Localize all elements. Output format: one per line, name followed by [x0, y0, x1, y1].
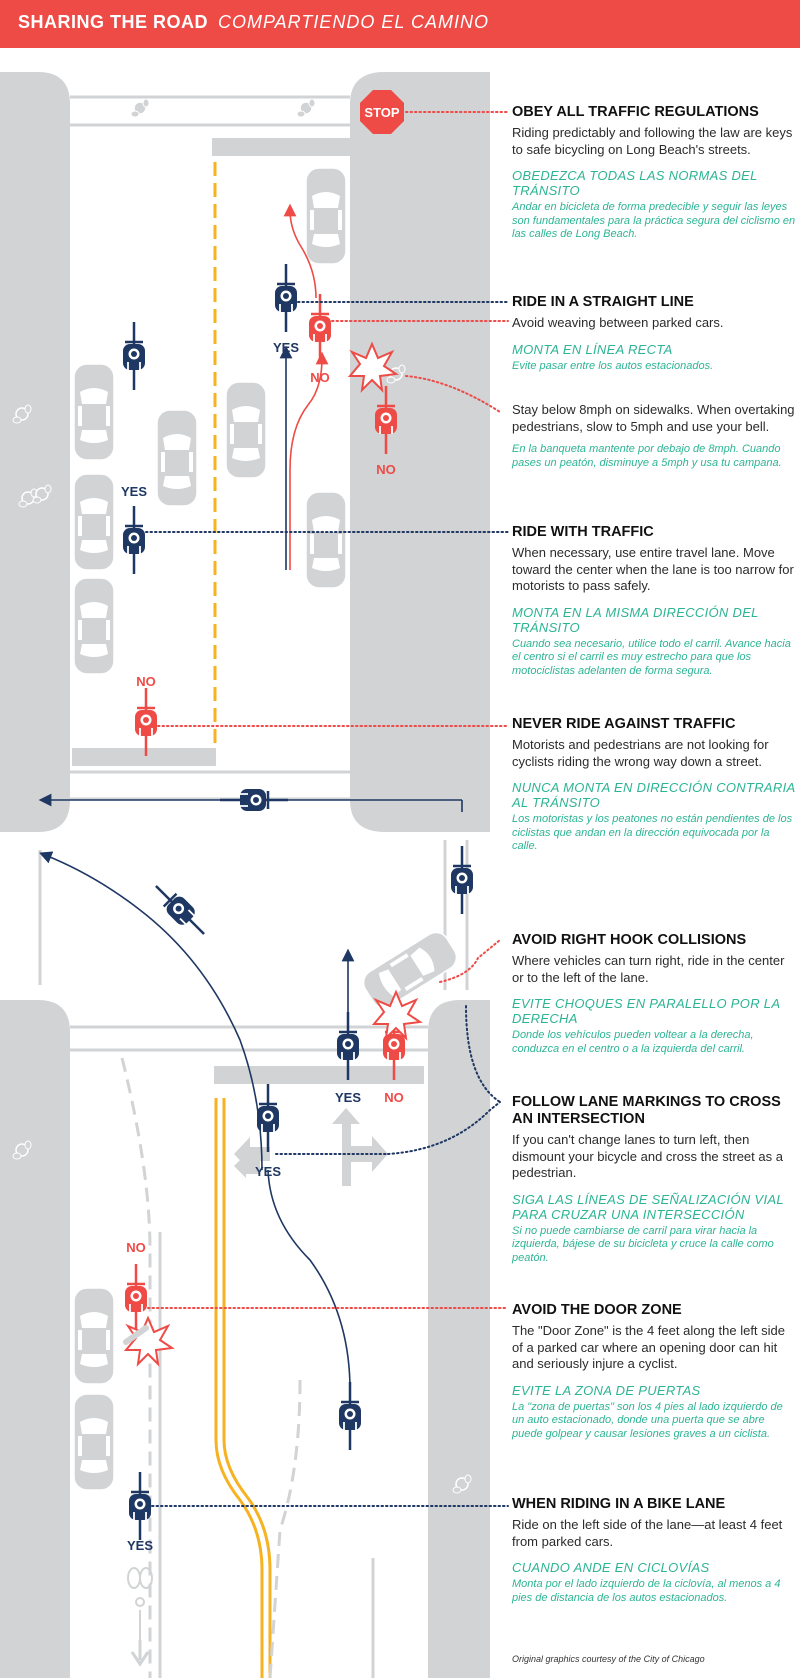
- rule-title: NEVER RIDE AGAINST TRAFFIC: [512, 716, 736, 732]
- rule-title: FOLLOW LANE MARKINGS TO CROSS AN INTERSE…: [512, 1094, 781, 1127]
- rule-text-en: If you can't change lanes to turn left, …: [512, 1132, 783, 1180]
- label-yes: YES: [255, 1164, 281, 1179]
- rule-text-es: Andar en bicicleta de forma predecible y…: [512, 201, 796, 240]
- rule-title: AVOID THE DOOR ZONE: [512, 1302, 682, 1318]
- rule-title-es: MONTA EN LÍNEA RECTA: [512, 341, 673, 357]
- rule-text-es: Si no puede cambiarse de carril para vir…: [512, 1224, 774, 1264]
- rule-never-against-traffic: NEVER RIDE AGAINST TRAFFIC Motorists and…: [512, 716, 797, 854]
- rule-text-en: Stay below 8mph on sidewalks. When overt…: [512, 402, 795, 434]
- rule-bike-lane: WHEN RIDING IN A BIKE LANE Ride on the l…: [512, 1496, 797, 1605]
- label-no: NO: [126, 1240, 146, 1255]
- rule-text-es: Monta por el lado izquierdo de la ciclov…: [512, 1578, 781, 1604]
- label-yes: YES: [121, 484, 147, 499]
- rule-right-hook: AVOID RIGHT HOOK COLLISIONS Where vehicl…: [512, 932, 797, 1056]
- rule-title: WHEN RIDING IN A BIKE LANE: [512, 1496, 726, 1512]
- rule-text-en: The "Door Zone" is the 4 feet along the …: [512, 1323, 785, 1371]
- label-no: NO: [136, 674, 156, 689]
- rule-title: AVOID RIGHT HOOK COLLISIONS: [512, 932, 747, 948]
- rule-text-en: Ride on the left side of the lane—at lea…: [512, 1517, 783, 1549]
- lane-arrow-icon: [234, 1108, 388, 1186]
- rule-title-es: OBEDEZCA TODAS LAS NORMAS DEL TRÁNSITO: [512, 168, 758, 198]
- sidewalk-blocks: [0, 72, 490, 1678]
- label-yes: YES: [335, 1090, 361, 1105]
- rule-title-es: EVITE LA ZONA DE PUERTAS: [512, 1382, 701, 1398]
- rule-text-en: Motorists and pedestrians are not lookin…: [512, 737, 769, 769]
- label-no: NO: [376, 462, 396, 477]
- header-banner: SHARING THE ROAD COMPARTIENDO EL CAMINO: [0, 0, 800, 48]
- rule-ride-with-traffic: RIDE WITH TRAFFIC When necessary, use en…: [512, 524, 797, 678]
- rule-title-es: CUANDO ANDE EN CICLOVÍAS: [512, 1560, 710, 1575]
- bike-lane-symbol-icon: [127, 1567, 153, 1640]
- rule-lane-markings: FOLLOW LANE MARKINGS TO CROSS AN INTERSE…: [512, 1094, 797, 1265]
- rule-text-es: Los motoristas y los peatones no están p…: [512, 813, 793, 852]
- label-no: NO: [384, 1090, 404, 1105]
- rule-title-es: NUNCA MONTA EN DIRECCIÓN CONTRARIA AL TR…: [512, 780, 795, 810]
- rule-text-en: When necessary, use entire travel lane. …: [512, 545, 794, 593]
- rule-title: RIDE WITH TRAFFIC: [512, 524, 654, 540]
- label-yes: YES: [273, 340, 299, 355]
- credit-line: Original graphics courtesy of the City o…: [512, 1654, 705, 1664]
- rule-title: RIDE IN A STRAIGHT LINE: [512, 294, 694, 310]
- rule-text-en: Where vehicles can turn right, ride in t…: [512, 953, 785, 985]
- rule-title-es: MONTA EN LA MISMA DIRECCIÓN DEL TRÁNSITO: [512, 604, 759, 635]
- road-diagram: YES NO NO YES NO YES NO YES NO YES STOP: [0, 72, 509, 1678]
- rule-obey-traffic: OBEY ALL TRAFFIC REGULATIONS Riding pred…: [512, 104, 797, 242]
- title-es: COMPARTIENDO EL CAMINO: [218, 12, 490, 32]
- stop-sign-icon: STOP: [360, 90, 404, 134]
- stop-sign-text: STOP: [364, 105, 399, 120]
- rule-text-es: Cuando sea necesario, utilice todo el ca…: [512, 637, 791, 677]
- rule-text-es: Evite pasar entre los autos estacionados…: [512, 359, 714, 372]
- rule-straight-line: RIDE IN A STRAIGHT LINE Avoid weaving be…: [512, 294, 797, 373]
- rule-title: OBEY ALL TRAFFIC REGULATIONS: [512, 104, 759, 120]
- rule-text-es: En la banqueta mantente por debajo de 8m…: [512, 443, 782, 469]
- label-no: NO: [310, 370, 330, 385]
- rule-text-es: La "zona de puertas" son los 4 pies al l…: [512, 1400, 783, 1440]
- rule-title-es: SIGA LAS LÍNEAS DE SEÑALIZACIÓN VIAL PAR…: [512, 1191, 784, 1222]
- rule-sidewalk-speed: Stay below 8mph on sidewalks. When overt…: [512, 402, 797, 470]
- rule-text-en: Avoid weaving between parked cars.: [512, 315, 724, 330]
- title-en: SHARING THE ROAD: [18, 12, 209, 32]
- rule-text-en: Riding predictably and following the law…: [512, 125, 793, 157]
- crash-burst-icon: [123, 343, 421, 1365]
- rule-text-es: Donde los vehículos pueden voltear a la …: [512, 1029, 754, 1055]
- rule-title-es: EVITE CHOQUES EN PARALELLO POR LA DERECH…: [512, 996, 780, 1026]
- rule-door-zone: AVOID THE DOOR ZONE The "Door Zone" is t…: [512, 1302, 797, 1441]
- label-yes: YES: [127, 1538, 153, 1553]
